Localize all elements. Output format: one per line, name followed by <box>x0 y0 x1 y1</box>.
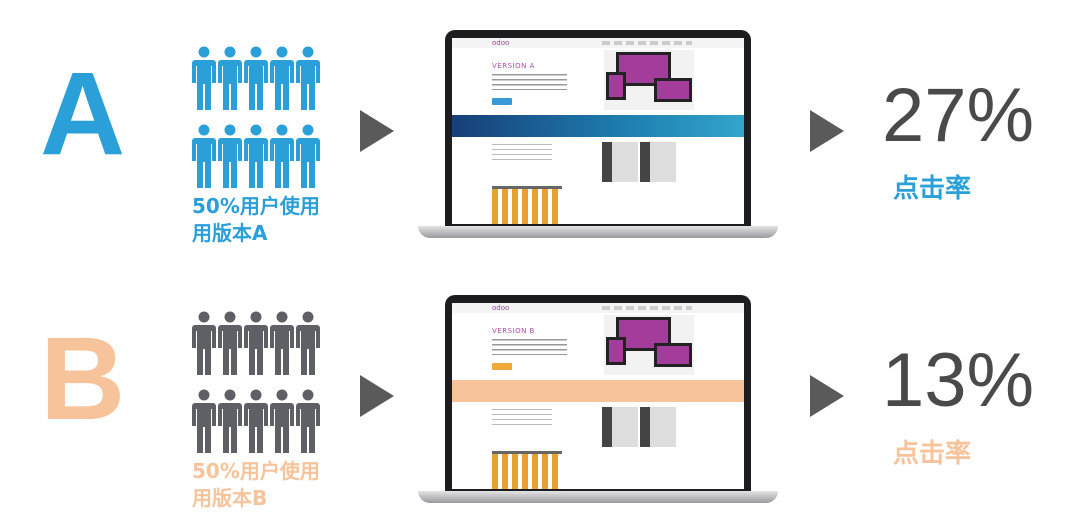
logo: odoo <box>492 39 510 47</box>
site-nav: odoo <box>452 38 744 48</box>
person-icon <box>218 311 244 381</box>
website-screenshot: odoo VERSION A <box>452 38 744 224</box>
testimonial-photos <box>602 142 677 182</box>
feature-text <box>492 144 552 164</box>
laptop-base <box>418 491 778 503</box>
laptop-bezel: odoo VERSION A <box>445 30 751 228</box>
person-icon <box>218 389 244 459</box>
user-group <box>192 311 322 459</box>
version-letter: B <box>40 313 126 445</box>
person-icon <box>244 311 270 381</box>
version-letter: A <box>40 48 126 180</box>
logo: odoo <box>492 304 510 312</box>
person-icon <box>296 389 322 459</box>
page-heading: VERSION A <box>492 62 535 70</box>
devices-image <box>604 315 694 375</box>
variant-row-b: B 50%用户使用用版本B odoo VERSION B 13% 点击率 <box>0 265 1080 530</box>
person-icon <box>296 311 322 381</box>
person-icon <box>270 389 296 459</box>
user-label-line2: 用版本A <box>192 221 268 245</box>
nav-items <box>602 41 692 45</box>
arrow-right-icon <box>810 375 844 417</box>
click-rate-value: 27% <box>882 73 1035 158</box>
person-icon <box>244 389 270 459</box>
user-group <box>192 46 322 194</box>
person-icon <box>270 124 296 194</box>
color-band <box>452 115 744 137</box>
cta-button <box>492 363 512 370</box>
cta-button <box>492 98 512 105</box>
shop-image <box>492 186 562 224</box>
person-icon <box>296 46 322 116</box>
user-label-line1: 50%用户使用 <box>192 459 320 483</box>
text-placeholder <box>492 339 567 355</box>
person-icon <box>192 389 218 459</box>
person-icon <box>218 46 244 116</box>
devices-image <box>604 50 694 110</box>
feature-text <box>492 409 552 429</box>
click-rate-value: 13% <box>882 338 1035 423</box>
person-icon <box>192 311 218 381</box>
person-icon <box>270 46 296 116</box>
shop-image <box>492 451 562 489</box>
person-icon <box>218 124 244 194</box>
variant-row-a: A 50%用户使用用版本A odoo VERSION A 27% 点击率 <box>40 30 1035 247</box>
laptop-mockup: odoo VERSION A <box>418 30 778 242</box>
person-icon <box>244 124 270 194</box>
click-rate-label: 点击率 <box>893 174 972 204</box>
laptop-base <box>418 226 778 238</box>
arrow-right-icon <box>360 375 394 417</box>
laptop-bezel: odoo VERSION B <box>445 295 751 493</box>
color-band <box>452 380 744 402</box>
person-icon <box>192 124 218 194</box>
page-heading: VERSION B <box>492 327 535 335</box>
nav-items <box>602 306 692 310</box>
testimonial-photos <box>602 407 677 447</box>
click-rate-label: 点击率 <box>893 439 972 469</box>
laptop-mockup: odoo VERSION B <box>418 295 778 507</box>
user-share-label: 50%用户使用用版本A <box>192 193 320 247</box>
person-icon <box>270 311 296 381</box>
website-screenshot: odoo VERSION B <box>452 303 744 489</box>
user-share-label: 50%用户使用用版本B <box>192 458 320 512</box>
person-icon <box>192 46 218 116</box>
arrow-right-icon <box>810 110 844 152</box>
user-label-line1: 50%用户使用 <box>192 194 320 218</box>
user-label-line2: 用版本B <box>192 486 268 510</box>
arrow-right-icon <box>360 110 394 152</box>
text-placeholder <box>492 74 567 90</box>
person-icon <box>296 124 322 194</box>
person-icon <box>244 46 270 116</box>
site-nav: odoo <box>452 303 744 313</box>
